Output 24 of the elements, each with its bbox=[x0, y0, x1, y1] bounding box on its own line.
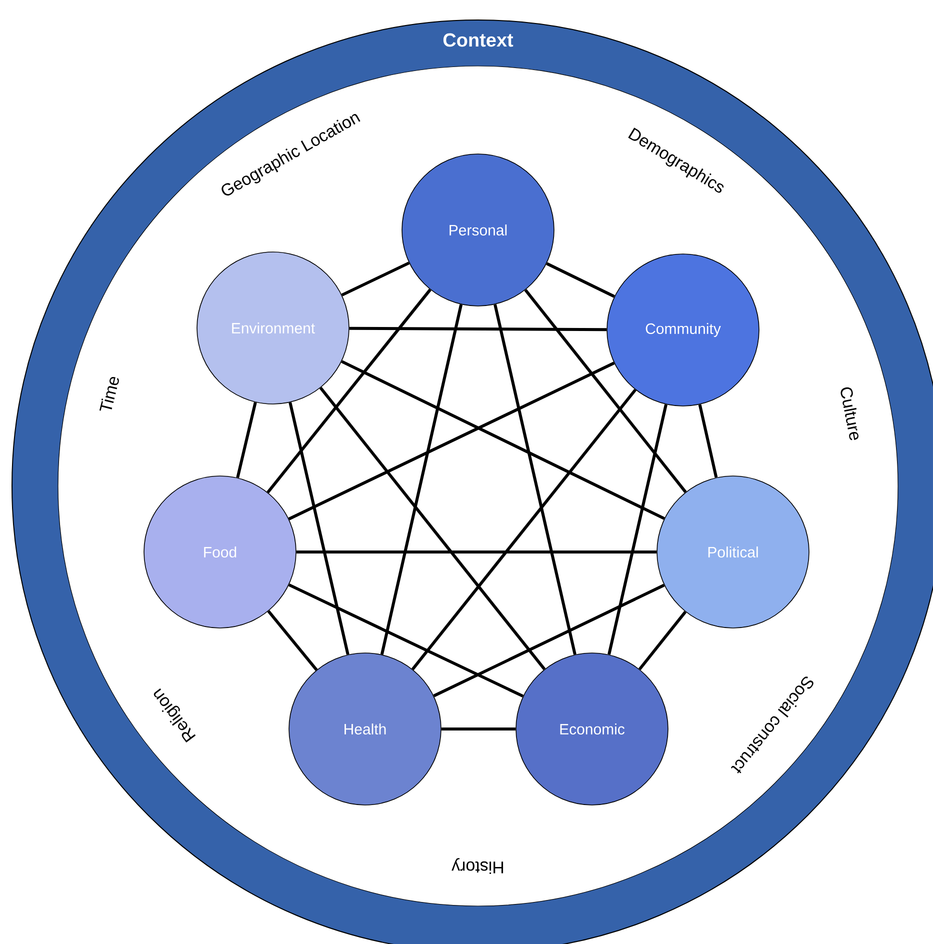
connector-line bbox=[288, 362, 615, 520]
context-label: History bbox=[452, 858, 504, 874]
connector-line bbox=[349, 326, 607, 332]
connector-line bbox=[288, 583, 524, 698]
connector-line bbox=[288, 402, 350, 655]
connector-line bbox=[441, 728, 516, 730]
connector-line bbox=[494, 304, 576, 655]
connector-line bbox=[236, 402, 257, 478]
connector-line bbox=[433, 584, 665, 698]
connector-line bbox=[608, 404, 668, 655]
connector-line bbox=[341, 360, 665, 520]
connector-line bbox=[341, 262, 410, 296]
connector-line bbox=[267, 610, 318, 671]
context-label: Culture bbox=[840, 387, 858, 440]
context-label: Time bbox=[99, 376, 119, 411]
connector-line bbox=[638, 610, 687, 670]
connector-line bbox=[296, 550, 657, 554]
connector-line bbox=[524, 288, 687, 494]
connector-line bbox=[380, 304, 463, 655]
connector-line bbox=[319, 386, 546, 670]
connector-line bbox=[698, 404, 718, 478]
connector-line bbox=[546, 262, 615, 298]
connector-line bbox=[411, 388, 637, 670]
connector-line bbox=[266, 288, 432, 494]
